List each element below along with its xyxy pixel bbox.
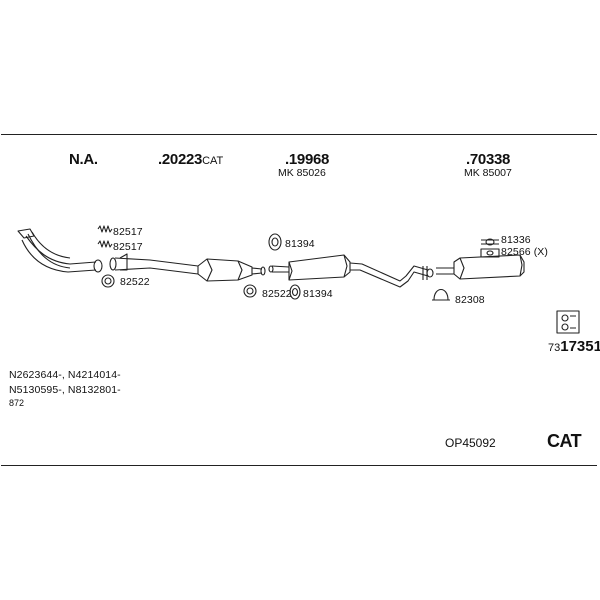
middle-silencer-icon bbox=[268, 254, 434, 288]
spring-bolt-icon bbox=[97, 225, 113, 248]
rubber-hanger-icon bbox=[268, 233, 301, 300]
label-82522-a: 82522 bbox=[120, 276, 150, 288]
part-rear-silencer-mk: MK 85007 bbox=[464, 167, 512, 179]
system-type: CAT bbox=[547, 431, 582, 451]
code-line-1: N2623644-, N4214014- bbox=[9, 369, 121, 381]
label-81394-a: 81394 bbox=[285, 238, 315, 250]
intermediate-pipe-icon bbox=[109, 253, 199, 275]
code-line-2: N5130595-, N8132801- bbox=[9, 384, 121, 396]
part-middle-silencer-mk: MK 85026 bbox=[278, 167, 326, 179]
part-middle-silencer: .19968 bbox=[285, 151, 330, 168]
part-rear-silencer: .70338 bbox=[466, 151, 511, 168]
rear-silencer-icon bbox=[436, 254, 525, 280]
code-line-3: 872 bbox=[9, 398, 25, 408]
label-82517-b: 82517 bbox=[113, 241, 143, 253]
label-81394-b: 81394 bbox=[303, 288, 333, 300]
catalytic-converter-icon bbox=[197, 258, 266, 282]
model-number: OP45092 bbox=[445, 436, 496, 450]
legend-icon bbox=[556, 310, 580, 334]
gasket-ring-icon bbox=[101, 274, 115, 288]
label-82566: 82566 (X) bbox=[501, 246, 549, 258]
gasket-ring-icon-2 bbox=[243, 284, 257, 298]
label-82517-a: 82517 bbox=[113, 226, 143, 238]
part-na: N.A. bbox=[69, 151, 98, 168]
part-catalytic-converter: .20223CAT bbox=[158, 151, 224, 168]
diagram-frame bbox=[1, 134, 597, 466]
rear-hanger-icon bbox=[480, 238, 500, 258]
label-82308: 82308 bbox=[455, 294, 485, 306]
reference-number: 7317351 bbox=[548, 338, 600, 355]
u-clamp-icon bbox=[432, 288, 450, 301]
label-82522-b: 82522 bbox=[262, 288, 292, 300]
label-81336: 81336 bbox=[501, 234, 531, 246]
front-pipe-icon bbox=[17, 228, 103, 273]
